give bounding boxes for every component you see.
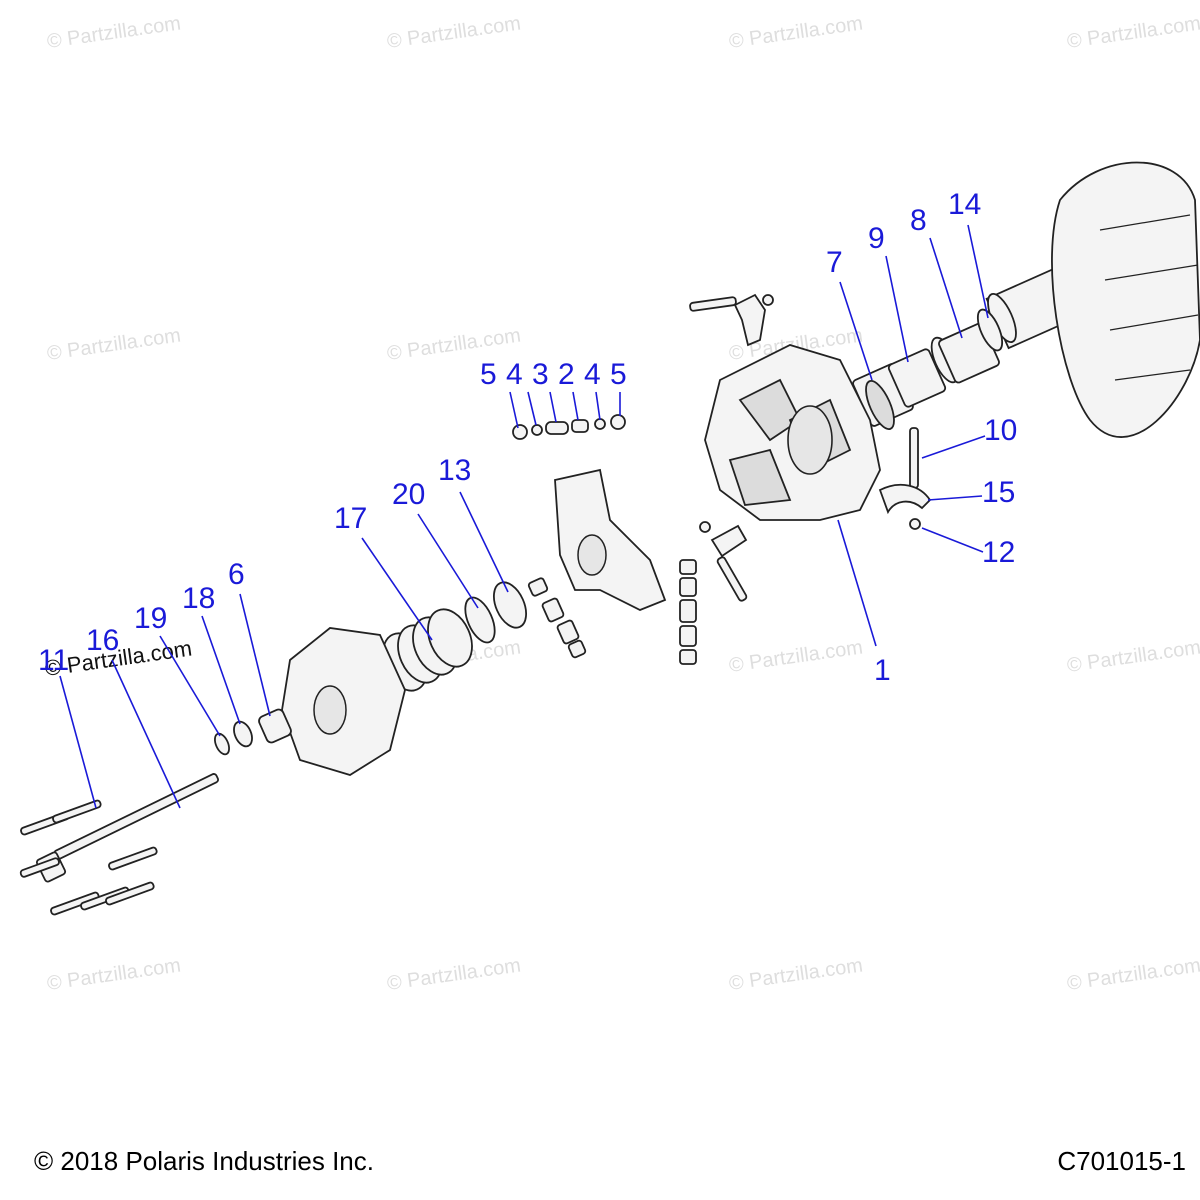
watermark: © Partzilla.com [1066,636,1200,677]
callout-label: 15 [982,476,1015,509]
washer-part-18 [233,720,253,748]
long-bolt-part-16 [35,773,219,883]
watermark: © Partzilla.com [386,324,523,365]
watermark: © Partzilla.com [728,12,865,53]
callout-label: 6 [228,558,245,591]
watermark: © Partzilla.com [728,636,865,677]
callout-label: 18 [182,582,215,615]
washer-part-19 [214,732,230,756]
callout-label: 20 [392,478,425,511]
callout-label: 1 [874,654,891,687]
callout-label: 2 [558,358,575,391]
callout-label: 10 [984,414,1017,447]
watermark: © Partzilla.com [46,954,183,995]
spider-roller-part [527,577,587,659]
button-row-part [512,414,626,440]
watermark: © Partzilla.com [728,954,865,995]
callout-label: 17 [334,502,367,535]
callout-label: 7 [826,246,843,279]
nut-part-12 [909,518,921,530]
watermark-layer: © Partzilla.com © Partzilla.com © Partzi… [43,12,1200,995]
pin-part-10 [909,427,919,489]
callout-label: 13 [438,454,471,487]
copyright-notice: © 2018 Polaris Industries Inc. [34,1146,374,1176]
callout-label: 4 [584,358,601,391]
callout-label: 5 [480,358,497,391]
watermark: © Partzilla.com [386,12,523,53]
callout-label: 3 [532,358,549,391]
diagram-code: C701015-1 [1057,1146,1186,1176]
callout-label: 12 [982,536,1015,569]
roller-stack-part [679,559,697,665]
sheave-shaft-part [985,161,1200,438]
cover-plate-part [281,627,406,776]
callout-label: 14 [948,188,981,221]
callout-label: 5 [610,358,627,391]
watermark: © Partzilla.com [46,12,183,53]
cam-weight-part-15 [878,483,932,515]
watermark: © Partzilla.com [1066,12,1200,53]
roller-assembly-part [699,521,748,602]
watermark: © Partzilla.com [1066,954,1200,995]
ring-part-20 [464,596,496,644]
callout-label: 4 [506,358,523,391]
watermark: © Partzilla.com [386,954,523,995]
ring-part-14 [976,308,1004,352]
callout-label: 9 [868,222,885,255]
bolts-part-11 [19,799,158,916]
watermark: © Partzilla.com [46,324,183,365]
bushing-part-13 [493,581,527,629]
leader-lines [59,224,989,809]
callout-label: 8 [910,204,927,237]
spider-part [554,468,667,611]
callout-label: 16 [86,624,119,657]
callout-labels: 5 4 3 2 4 5 7 9 8 14 10 15 12 1 13 20 17… [38,188,1017,687]
flyweight-part [689,293,774,347]
callout-label: 19 [134,602,167,635]
callout-label: 11 [38,644,69,677]
clutch-housing-part [704,344,881,521]
